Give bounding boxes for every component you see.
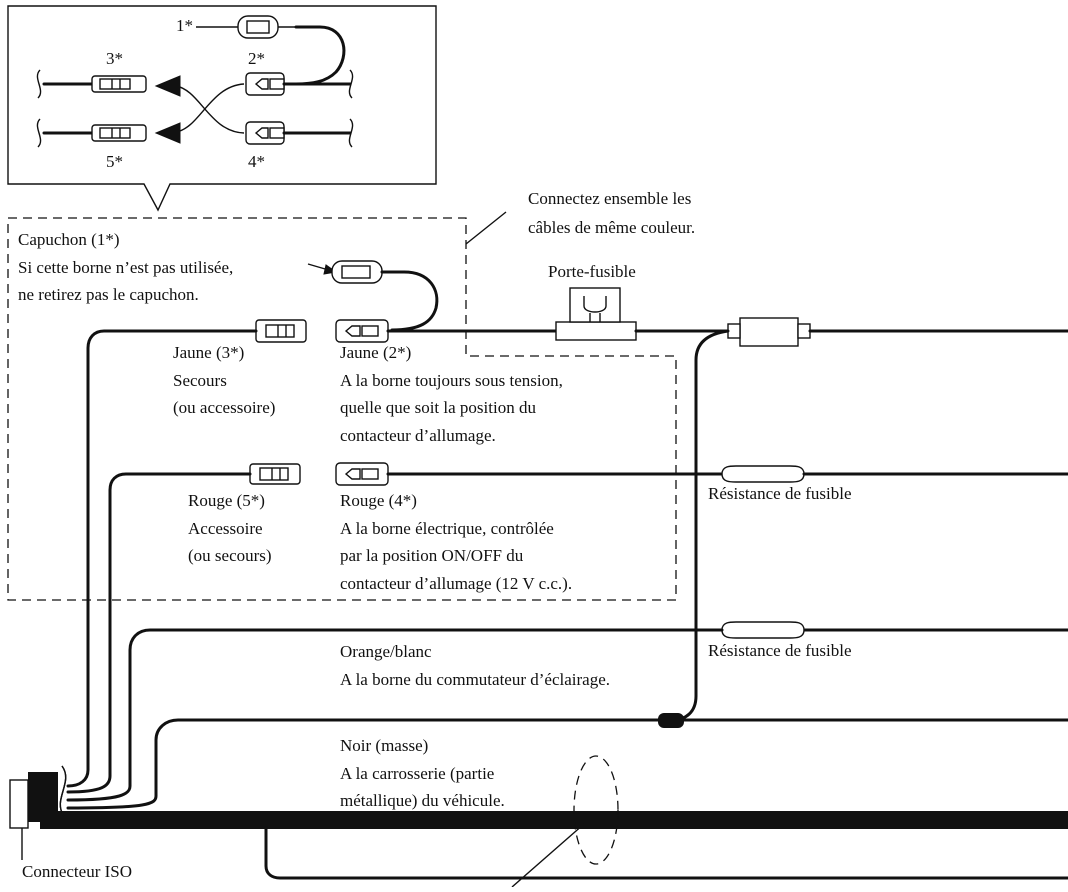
orange-line1: Orange/blanc (340, 642, 432, 661)
red4-line4: contacteur d’allumage (12 V c.c.). (340, 574, 572, 593)
yellow2-line1: Jaune (2*) (340, 343, 411, 362)
connect-leader (465, 211, 507, 245)
iso-connector (9, 779, 29, 829)
bundle-dashed-ellipse (573, 755, 619, 865)
yellow3-wire (66, 329, 258, 788)
red4-line1: Rouge (4*) (340, 491, 417, 510)
black-line2: A la carrosserie (partie (340, 764, 494, 783)
ground-junction (658, 713, 684, 728)
red5-connector (249, 463, 301, 485)
black-line3: métallique) du véhicule. (340, 791, 505, 810)
yellow2-connector (335, 319, 389, 343)
black-ground-wire (66, 718, 1068, 810)
inset-connector-4 (245, 121, 352, 145)
black-line1: Noir (masse) (340, 736, 428, 755)
inline-fuse-box (727, 317, 811, 347)
inset-arrowhead-5 (154, 122, 181, 144)
bundle-break-1-outline (59, 765, 67, 817)
inset-cut-left-bottom (36, 118, 42, 148)
inset-connector-3 (42, 75, 147, 93)
connect-note-line1: Connectez ensemble les (528, 189, 691, 208)
vertical-bridge-wire (670, 329, 730, 722)
bundle-branch-wire (264, 826, 1068, 880)
yellow2-line3: quelle que soit la position du (340, 398, 536, 417)
inset-label-3: 3* (106, 49, 123, 68)
inset-label-1: 1* (176, 16, 193, 35)
inset-connector-5 (42, 124, 147, 142)
yellow2-line4: contacteur d’allumage. (340, 426, 496, 445)
cap-1 (307, 260, 439, 332)
connect-note-line2: câbles de même couleur. (528, 218, 695, 237)
inset-detail: 1* 2* 3* 4* 5* (7, 5, 437, 212)
red5-line1: Rouge (5*) (188, 491, 265, 510)
inset-callout-box (7, 5, 437, 212)
inset-arrow-2-to-5 (175, 83, 245, 133)
yellow2-line2: A la borne toujours sous tension, (340, 371, 563, 390)
red4-line2: A la borne électrique, contrôlée (340, 519, 554, 538)
orange-wire (66, 628, 724, 802)
cap-note-line1: Capuchon (1*) (18, 230, 120, 249)
inset-cut-left-top (36, 69, 42, 99)
dashed-region (7, 217, 677, 601)
inset-arrow-4-to-3 (175, 85, 245, 134)
fuse-holder (555, 287, 637, 341)
yellow3-line3: (ou accessoire) (173, 398, 275, 417)
bundle-leader (511, 823, 585, 888)
inset-loop-wire (294, 25, 346, 86)
inset-cut-right-top (348, 69, 354, 99)
yellow3-line1: Jaune (3*) (173, 343, 244, 362)
red4-connector (335, 462, 389, 486)
orange-line2: A la borne du commutateur d’éclairage. (340, 670, 610, 689)
red5-wire (66, 472, 252, 794)
yellow3-line2: Secours (173, 371, 227, 390)
fuse-resistor-2 (721, 621, 805, 639)
cap-note-line2: Si cette borne n’est pas utilisée, (18, 258, 233, 277)
inset-label-5: 5* (106, 152, 123, 171)
cap-note-line3: ne retirez pas le capuchon. (18, 285, 199, 304)
iso-bundle (28, 772, 1068, 880)
inset-label-4: 4* (248, 152, 265, 171)
yellow3-connector (255, 319, 307, 343)
iso-connector-label: Connecteur ISO (22, 862, 132, 881)
inset-cap-1 (237, 15, 296, 39)
fuse-resistor-2-label: Résistance de fusible (708, 641, 852, 660)
red5-line2: Accessoire (188, 519, 263, 538)
red4-line3: par la position ON/OFF du (340, 546, 524, 565)
fuse-resistor-1 (721, 465, 805, 483)
cap-loop-wire (390, 270, 439, 332)
inset-arrowhead-3 (154, 75, 181, 97)
inset-connector-2 (245, 72, 352, 96)
fuse-holder-label: Porte-fusible (548, 262, 636, 281)
inset-label-2: 2* (248, 49, 265, 68)
fuse-resistor-1-label: Résistance de fusible (708, 484, 852, 503)
inset-cut-right-bottom (348, 118, 354, 148)
red5-line3: (ou secours) (188, 546, 272, 565)
